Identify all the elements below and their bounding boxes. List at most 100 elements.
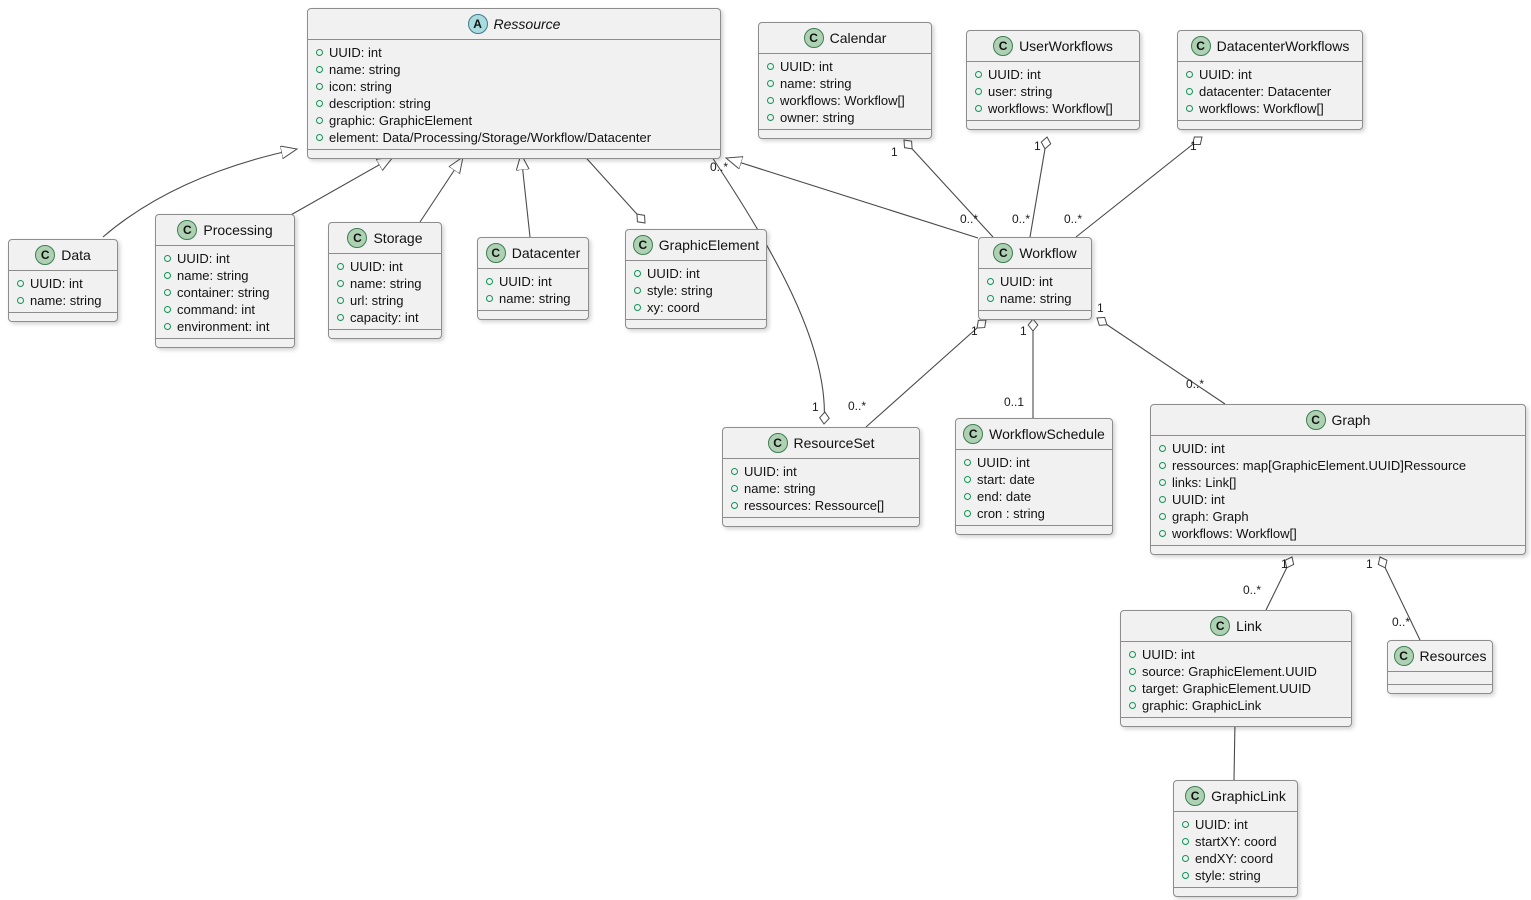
field-visibility-icon	[164, 255, 171, 262]
edge-graph-resources	[1377, 556, 1421, 641]
class-field: owner: string	[767, 109, 923, 126]
class-field: end: date	[964, 488, 1104, 505]
field-visibility-icon	[767, 97, 774, 104]
field-visibility-icon	[767, 63, 774, 70]
class-field: startXY: coord	[1182, 833, 1289, 850]
class-c-badge-icon: C	[177, 220, 198, 240]
class-field: name: string	[164, 267, 286, 284]
field-visibility-icon	[337, 297, 344, 304]
field-text: UUID: int	[329, 45, 382, 60]
multiplicity-label: 0..*	[1392, 615, 1411, 629]
field-visibility-icon	[731, 468, 738, 475]
field-visibility-icon	[1182, 821, 1189, 828]
field-visibility-icon	[337, 263, 344, 270]
field-visibility-icon	[975, 71, 982, 78]
field-visibility-icon	[1129, 668, 1136, 675]
class-field: UUID: int	[1159, 491, 1517, 508]
class-field: UUID: int	[975, 66, 1131, 83]
field-text: name: string	[1000, 291, 1072, 306]
class-methods	[626, 320, 766, 328]
class-name: Datacenter	[511, 245, 581, 261]
field-visibility-icon	[164, 323, 171, 330]
field-text: cron : string	[977, 506, 1045, 521]
class-c-badge-icon: C	[963, 424, 984, 444]
class-field: name: string	[337, 275, 433, 292]
class-field: start: date	[964, 471, 1104, 488]
multiplicity-label: 1	[812, 400, 819, 414]
multiplicity-label: 1	[1097, 301, 1104, 315]
class-name: Data	[61, 247, 91, 263]
field-visibility-icon	[987, 295, 994, 302]
class-c-badge-icon: C	[993, 36, 1014, 56]
field-visibility-icon	[975, 105, 982, 112]
field-visibility-icon	[316, 66, 323, 73]
class-methods	[1151, 546, 1525, 554]
class-field: environment: int	[164, 318, 286, 335]
field-visibility-icon	[164, 306, 171, 313]
class-field: name: string	[17, 292, 109, 309]
field-text: owner: string	[780, 110, 855, 125]
class-methods	[1121, 718, 1351, 726]
class-field: url: string	[337, 292, 433, 309]
field-text: start: date	[977, 472, 1035, 487]
multiplicity-label: 1	[1020, 324, 1027, 338]
field-text: datacenter: Datacenter	[1199, 84, 1332, 99]
field-text: UUID: int	[977, 455, 1030, 470]
edge-workflow-calendar	[903, 139, 994, 238]
field-text: UUID: int	[1172, 441, 1225, 456]
class-field: description: string	[316, 95, 712, 112]
field-text: style: string	[647, 283, 713, 298]
edge-graph-link	[1265, 556, 1295, 611]
field-text: UUID: int	[1000, 274, 1053, 289]
class-methods	[1388, 685, 1492, 693]
field-visibility-icon	[1182, 872, 1189, 879]
class-methods	[1174, 888, 1297, 896]
multiplicity-label: 1	[891, 145, 898, 159]
multiplicity-label: 1	[971, 324, 978, 338]
field-text: name: string	[177, 268, 249, 283]
class-field: UUID: int	[337, 258, 433, 275]
field-text: name: string	[780, 76, 852, 91]
class-c-badge-icon: C	[1393, 646, 1414, 666]
class-field: UUID: int	[1186, 66, 1354, 83]
class-field: icon: string	[316, 78, 712, 95]
field-visibility-icon	[316, 83, 323, 90]
class-field: graphic: GraphicElement	[316, 112, 712, 129]
multiplicity-label: 1	[1366, 557, 1373, 571]
class-field: source: GraphicElement.UUID	[1129, 663, 1343, 680]
class-methods	[156, 339, 294, 347]
field-visibility-icon	[1159, 479, 1166, 486]
field-visibility-icon	[486, 278, 493, 285]
field-text: url: string	[350, 293, 404, 308]
field-visibility-icon	[964, 459, 971, 466]
field-text: icon: string	[329, 79, 392, 94]
multiplicity-label: 0..*	[1012, 212, 1031, 226]
class-name: WorkflowSchedule	[989, 426, 1105, 442]
field-text: graph: Graph	[1172, 509, 1249, 524]
field-text: links: Link[]	[1172, 475, 1237, 490]
class-field: endXY: coord	[1182, 850, 1289, 867]
class-c-badge-icon: C	[347, 228, 368, 248]
edge-link-graphiclink	[1233, 720, 1236, 781]
multiplicity-label: 0..*	[1064, 212, 1083, 226]
field-text: workflows: Workflow[]	[780, 93, 905, 108]
class-fields: UUID: int name: string	[979, 269, 1091, 311]
class-field: UUID: int	[964, 454, 1104, 471]
field-visibility-icon	[164, 272, 171, 279]
multiplicity-label: 1	[1281, 557, 1288, 571]
class-fields	[1388, 672, 1492, 685]
field-visibility-icon	[1159, 530, 1166, 537]
multiplicity-label: 0..1	[1004, 395, 1025, 409]
